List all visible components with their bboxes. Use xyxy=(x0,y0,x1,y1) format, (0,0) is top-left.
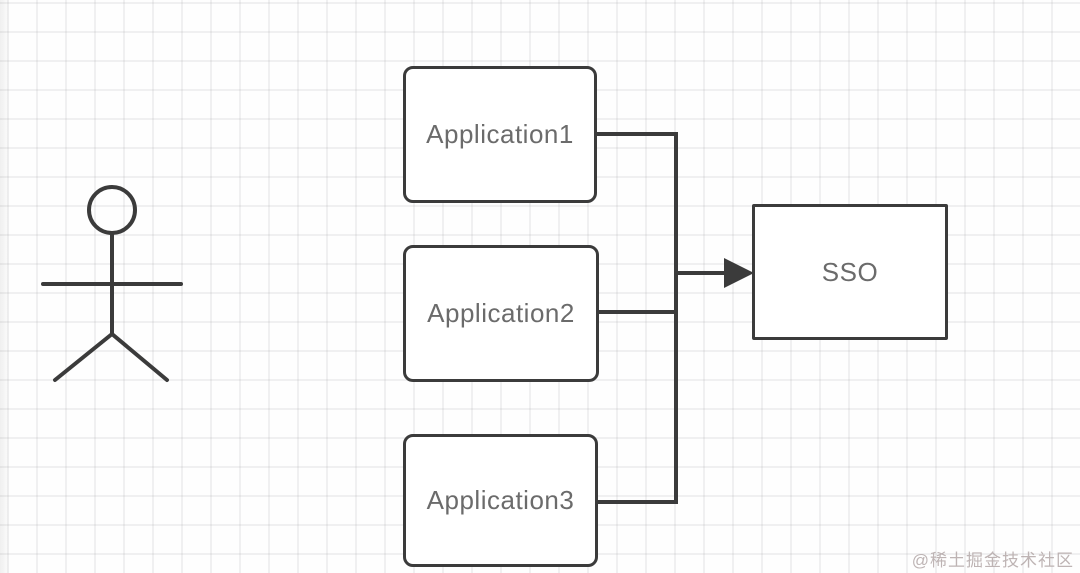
node-sso: SSO xyxy=(752,204,948,340)
node-application3: Application3 xyxy=(403,434,598,567)
node-application2-label: Application2 xyxy=(427,298,575,328)
node-application3-label: Application3 xyxy=(426,485,575,515)
node-application1-label: Application1 xyxy=(426,119,574,149)
connector-lines xyxy=(596,132,728,504)
node-application2: Application2 xyxy=(403,245,599,382)
person-head xyxy=(87,185,137,235)
person-left-leg xyxy=(53,332,114,382)
node-sso-label: SSO xyxy=(821,256,879,287)
watermark-text: @稀土掘金技术社区 xyxy=(911,551,1074,570)
arrowhead-icon xyxy=(724,258,754,288)
person-icon xyxy=(41,185,183,382)
node-application1: Application1 xyxy=(403,66,597,203)
person-right-leg xyxy=(110,332,169,382)
